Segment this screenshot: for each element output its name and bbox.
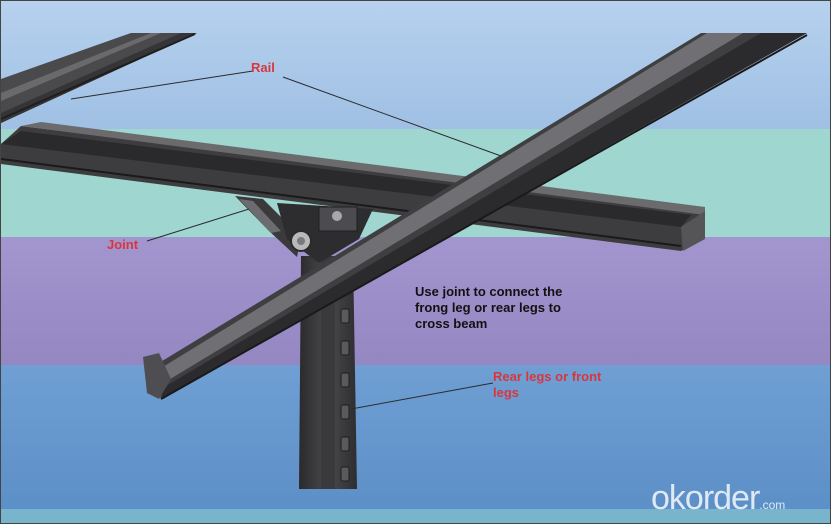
joint-description: Use joint to connect the frong leg or re… [415,284,562,332]
background-blue-band [1,365,830,513]
rail-leader-left [70,70,254,100]
watermark-tld: .com [759,498,786,512]
legs-label-line-2: legs [493,385,520,400]
background-purple-band [1,237,830,365]
joint-description-line-2: frong leg or rear legs to [415,300,561,315]
joint-bracket [235,196,373,263]
rail-leader-right [282,76,502,157]
legs-label-line-1: Rear legs or front [493,369,602,384]
leg-post [299,256,357,489]
watermark-brand: okorder [651,479,760,517]
diagonal-rail [143,33,808,400]
joint-label: Joint [107,237,139,252]
joint-description-line-3: cross beam [415,316,488,331]
leader-lines [70,70,502,410]
upper-left-rail [1,33,197,123]
legs-leader [350,382,494,410]
cross-beam [1,122,705,251]
background-bottom-strip [1,509,830,523]
leg-post-holes [340,308,350,482]
joint-description-line-1: Use joint to connect the [415,284,563,299]
joint-leader [146,208,250,242]
legs-label: Rear legs or front legs [493,369,601,401]
okorder-watermark: okorder.com [651,479,785,518]
rail-label: Rail [251,60,275,75]
